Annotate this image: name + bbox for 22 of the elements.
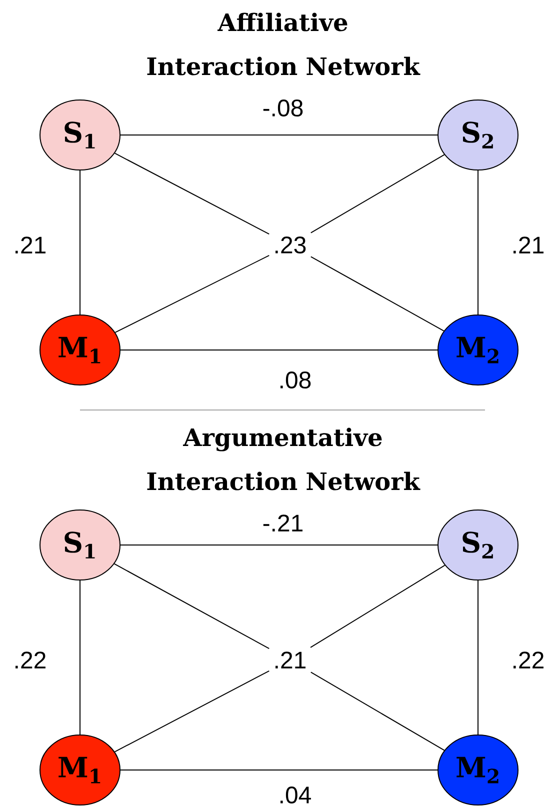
edge-label: .22 [509,650,547,670]
edge-label: .21 [11,234,49,256]
connector-line [114,563,270,650]
network-title: Affiliative Interaction Network [147,12,420,76]
edge-label: -.21 [260,512,306,534]
connector-line [114,152,270,235]
network-title: Argumentative Interaction Network [147,428,420,490]
connector-line [310,564,446,648]
connector-line [310,154,445,234]
connector-line [310,256,444,332]
edge-label: .22 [11,650,49,670]
connector-line [120,544,438,546]
weight-label: .21 [276,652,306,668]
edge-label: .04 [276,784,314,806]
edge-label: -.08 [260,98,306,118]
connector-line [310,672,445,751]
edge-label: .21 [509,234,547,256]
edge-label: .08 [276,370,314,390]
connector-line [114,670,270,752]
connector-line [120,134,438,136]
weight-label: .23 [276,236,306,254]
connector-line [114,254,270,333]
